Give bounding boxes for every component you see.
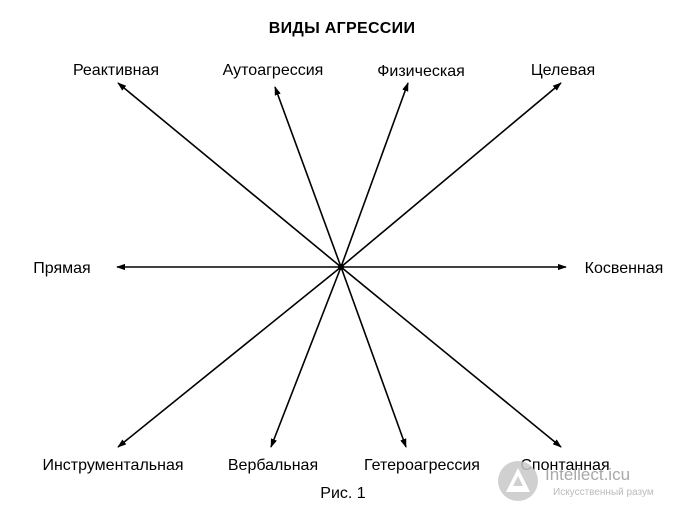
arrow-heteroaggression [340,266,407,448]
diagram-title: ВИДЫ АГРЕССИИ [269,20,416,37]
watermark-logo-icon [498,461,538,501]
watermark-tagline: Искусственный разум [553,487,654,498]
arrow-spontaneous [340,266,562,448]
figure-caption: Рис. 1 [320,485,366,502]
arrow-verbal [270,266,342,448]
watermark: Intellect.icu Искусственный разум [498,461,654,501]
label-spontaneous: Спонтанная [520,457,609,474]
arrow-instrumental [117,266,342,448]
label-reactive: Реактивная [73,62,159,79]
label-instrumental: Инструментальная [42,457,183,474]
arrow-autoaggression [274,86,342,268]
label-autoaggression: Аутоагрессия [223,62,324,79]
arrows [116,82,567,448]
arrow-physical [340,82,409,268]
label-physical: Физическая [377,63,465,80]
label-target: Целевая [531,62,595,79]
arrow-reactive [117,82,342,268]
arrow-target [340,82,562,268]
watermark-site-name: Intellect.icu [545,465,630,484]
label-direct: Прямая [33,260,90,277]
center-node [338,264,344,270]
label-indirect: Косвенная [585,260,664,277]
label-heteroaggression: Гетероагрессия [364,457,480,474]
label-verbal: Вербальная [228,457,318,474]
